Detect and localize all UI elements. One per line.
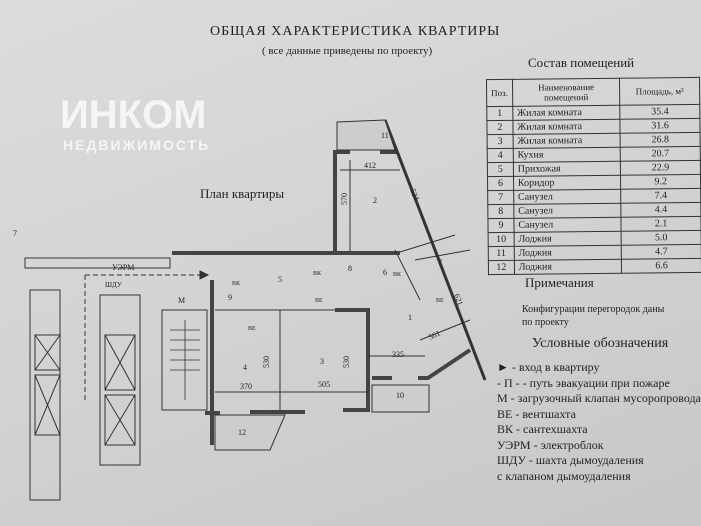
watermark-subtitle: НЕДВИЖИМОСТЬ	[63, 137, 210, 153]
area-cell: 9.2	[620, 174, 701, 190]
name-cell: Коридор	[513, 175, 621, 191]
legend-item: ► - вход в квартиру	[497, 360, 600, 374]
label-vk: ВК	[393, 272, 402, 278]
name-cell: Жилая комната	[512, 105, 621, 121]
position-cell: 5	[487, 162, 514, 177]
area-cell: 26.8	[620, 132, 701, 148]
label-ve: ВЕ	[248, 326, 256, 332]
room-number: 12	[238, 428, 246, 437]
name-cell: Жилая комната	[512, 133, 621, 149]
position-cell: 12	[488, 260, 515, 275]
label-ve: ВЕ	[436, 298, 444, 304]
legend-item: УЭРМ - электроблок	[497, 437, 604, 452]
position-cell: 4	[487, 148, 514, 163]
room-number: 9	[228, 293, 232, 302]
room-number: 5	[278, 275, 282, 284]
notes-text: Конфигурации перегородок даны по проекту	[522, 304, 665, 328]
area-cell: 5.0	[621, 230, 701, 246]
name-cell: Лоджия	[513, 231, 622, 247]
loggias	[214, 119, 430, 451]
area-cell: 4.7	[621, 244, 701, 260]
name-cell: Жилая комната	[512, 119, 621, 135]
name-cell: Прихожая	[513, 161, 621, 177]
diagonal-outer-wall	[383, 119, 487, 381]
room-number: 11	[381, 131, 389, 140]
area-cell: 20.7	[620, 146, 701, 162]
col-header: Поз.	[486, 79, 513, 107]
dimension: 561	[427, 329, 442, 342]
position-cell: 8	[487, 204, 514, 219]
room-number: 1	[408, 313, 412, 322]
area-cell: 2.1	[621, 216, 701, 232]
dimension: 530	[262, 356, 271, 368]
area-cell: 22.9	[620, 160, 701, 176]
dimension: 570	[340, 193, 349, 205]
room-number: 3	[320, 357, 324, 366]
legend-item: ВК - сантехшахта	[497, 422, 588, 436]
room-number: 2	[373, 196, 377, 205]
apartment-walls	[172, 150, 472, 445]
position-cell: 2	[486, 120, 513, 135]
dimension: 370	[240, 382, 252, 391]
label-shdu: ШДУ	[105, 281, 122, 289]
room-number: 7	[438, 258, 442, 267]
label-ve: ВЕ	[315, 298, 323, 304]
col-header: Площадь, м²	[619, 77, 700, 106]
position-cell: 1	[486, 106, 513, 121]
dimension: 412	[364, 161, 376, 170]
dimension: 621	[452, 292, 465, 306]
position-cell: 11	[488, 246, 515, 261]
rooms-table-caption: Состав помещений	[528, 55, 635, 70]
page-mark: 7	[13, 229, 17, 238]
label-m: М	[178, 296, 185, 305]
room-number: 6	[383, 268, 387, 277]
name-cell: Лоджия	[514, 245, 622, 261]
position-cell: 6	[487, 176, 514, 191]
label-vk: ВК	[313, 271, 322, 277]
room-number: 8	[348, 264, 352, 273]
name-cell: Санузел	[513, 203, 622, 219]
position-cell: 7	[487, 190, 514, 205]
name-cell: Лоджия	[514, 259, 622, 275]
name-cell: Кухня	[513, 147, 621, 163]
area-cell: 6.6	[621, 258, 701, 274]
room-number: 10	[396, 391, 404, 400]
name-cell: Санузел	[513, 217, 622, 233]
name-cell: Санузел	[513, 189, 622, 205]
legend-item: с клапаном дымоудаления	[497, 468, 631, 483]
label-vk: ВК	[232, 281, 241, 287]
document-title: ОБЩАЯ ХАРАКТЕРИСТИКА КВАРТИРЫ	[210, 24, 501, 39]
position-cell: 9	[487, 218, 514, 233]
area-cell: 31.6	[620, 118, 701, 134]
legend-item: ВЕ - вентшахта	[497, 406, 576, 421]
watermark-logo: ИНКОМ	[60, 93, 206, 137]
legend-heading: Условные обозначения	[532, 336, 669, 351]
notes-heading: Примечания	[525, 275, 594, 290]
label-uerm: УЭРМ	[112, 263, 134, 272]
area-cell: 7.4	[620, 188, 701, 204]
entrance-arrow-icon	[199, 270, 210, 280]
position-cell: 3	[487, 134, 514, 149]
col-header: Наименование помещений	[512, 78, 620, 107]
position-cell: 10	[488, 232, 515, 247]
legend-item: М - загрузочный клапан мусоропровода	[497, 391, 701, 405]
rooms-table: Поз. Наименование помещений Площадь, м² …	[486, 77, 701, 275]
dimension: 530	[342, 356, 351, 368]
legend-list: ► - вход в квартиру - П - - путь эвакуац…	[497, 360, 701, 484]
dimension: 524	[408, 187, 421, 201]
area-cell: 4.4	[621, 202, 701, 218]
legend-item: - П - - путь эвакуации при пожаре	[497, 375, 670, 390]
document-subtitle: ( все данные приведены по проекту)	[262, 45, 433, 57]
room-number: 4	[243, 363, 247, 372]
plan-title: План квартиры	[200, 186, 285, 201]
dimension: 505	[318, 380, 330, 389]
legend-item: ШДУ - шахта дымоудаления	[497, 453, 644, 467]
area-cell: 35.4	[619, 104, 700, 120]
dimension: 335	[392, 350, 404, 359]
